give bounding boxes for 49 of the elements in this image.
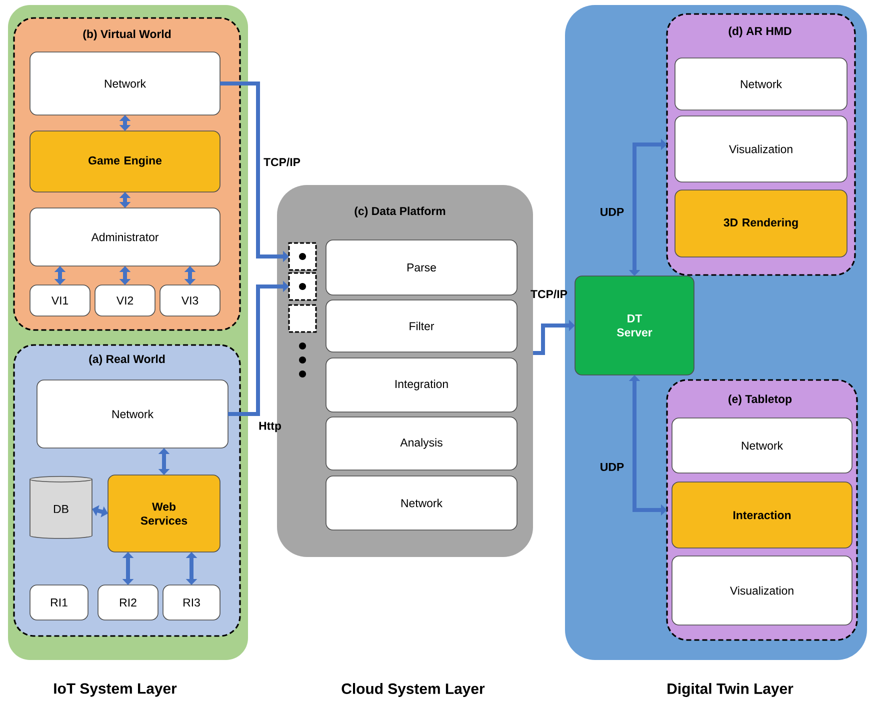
- port-box: [288, 304, 317, 333]
- layer-title: Digital Twin Layer: [668, 683, 794, 697]
- arrow: [186, 552, 198, 585]
- module-box: Network: [326, 476, 518, 530]
- module-box: RI1: [30, 584, 88, 620]
- module-box: Interaction: [672, 482, 852, 548]
- module-box: Filter: [326, 300, 518, 352]
- module-box: RI3: [162, 584, 220, 620]
- panel-heading: (a) Real World: [89, 354, 165, 366]
- port-box: [288, 272, 317, 301]
- port-box: [288, 242, 317, 271]
- module-box: VI3: [160, 284, 220, 316]
- module-box: Network: [36, 380, 228, 448]
- arrow: [119, 115, 131, 131]
- arrow: [184, 266, 196, 285]
- module-box: Administrator: [30, 208, 220, 266]
- panel-heading: (b) Virtual World: [83, 30, 171, 40]
- module-box: Visualization: [672, 556, 852, 626]
- edge-label: Http: [259, 422, 281, 432]
- edge-label: TCP/IP: [264, 158, 300, 166]
- layer-title: Cloud System Layer: [342, 683, 485, 697]
- arrow: [119, 192, 131, 208]
- arrow: [119, 266, 131, 285]
- module-box: RI2: [98, 584, 158, 620]
- panel-heading: (d) AR HMD: [728, 26, 792, 38]
- edge-label: UDP: [600, 208, 624, 216]
- arrow: [533, 320, 575, 355]
- layer-title: IoT System Layer: [54, 683, 177, 697]
- module-box: 3D Rendering: [674, 190, 848, 258]
- module-box: VI2: [94, 284, 156, 316]
- module-box: Network: [674, 58, 848, 110]
- arrow: [158, 448, 170, 475]
- arrow: [228, 280, 289, 416]
- module-box: Web Services: [108, 474, 220, 552]
- edge-label: UDP: [600, 463, 624, 471]
- module-box: Game Engine: [30, 130, 220, 192]
- panel-heading: (e) Tabletop: [728, 394, 792, 406]
- database-cylinder: DB: [30, 476, 92, 539]
- panel-heading: (c) Data Platform: [354, 206, 446, 218]
- arrow: [122, 552, 134, 585]
- server-box: DT Server: [574, 276, 694, 376]
- module-box: Network: [30, 52, 220, 116]
- module-box: Parse: [326, 240, 518, 296]
- module-box: Network: [672, 418, 852, 474]
- module-box: Analysis: [326, 416, 518, 470]
- module-box: VI1: [30, 284, 90, 316]
- arrow: [54, 266, 66, 285]
- module-box: Integration: [326, 358, 518, 412]
- module-box: Visualization: [674, 116, 848, 182]
